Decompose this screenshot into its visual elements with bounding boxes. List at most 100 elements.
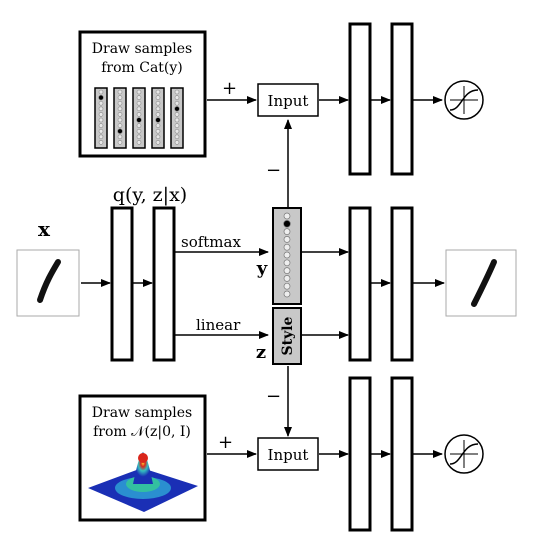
top-box-line1: Draw samples (92, 41, 192, 57)
categorical-unit (117, 95, 123, 100)
categorical-unit (155, 100, 161, 106)
categorical-unit (98, 89, 104, 95)
z-label: z (256, 342, 266, 363)
categorical-unit (98, 117, 104, 123)
plus-sign-bottom: + (218, 432, 233, 453)
categorical-unit (155, 140, 161, 145)
bottom-box-line2: from 𝒩(z|0, I) (93, 424, 191, 440)
categorical-unit (155, 89, 161, 95)
categorical-unit (136, 123, 142, 128)
categorical-unit (155, 134, 161, 140)
categorical-unit (136, 112, 142, 117)
categorical-unit (98, 123, 104, 128)
input-digit-image (16, 249, 80, 317)
categorical-unit (136, 89, 142, 95)
y-unit (283, 243, 291, 251)
categorical-unit (117, 112, 123, 117)
y-unit (283, 251, 291, 259)
y-unit (283, 259, 291, 267)
categorical-unit (98, 140, 104, 145)
categorical-unit (174, 100, 180, 106)
minus-sign-top: − (266, 160, 281, 181)
categorical-unit (136, 134, 142, 140)
top-sigmoid-icon (444, 80, 484, 120)
categorical-unit (155, 128, 161, 134)
categorical-active-unit (98, 94, 104, 101)
top-box-line2: from Cat(y) (101, 60, 183, 76)
categorical-column (170, 87, 184, 149)
softmax-label: softmax (181, 233, 241, 251)
categorical-active-unit (117, 128, 123, 134)
categorical-unit (174, 112, 180, 117)
categorical-active-unit (155, 117, 161, 123)
z-style-box: Style (272, 307, 302, 365)
top-sample-box: Draw samples from Cat(y) (78, 30, 207, 158)
categorical-samples (94, 87, 184, 149)
categorical-unit (136, 95, 142, 100)
bottom-decoder-layer-2 (390, 376, 414, 532)
categorical-unit (136, 140, 142, 145)
categorical-unit (117, 123, 123, 128)
y-unit (283, 282, 291, 290)
top-decoder-layer-2 (390, 22, 414, 176)
categorical-unit (98, 134, 104, 140)
categorical-unit (155, 106, 161, 112)
categorical-column (94, 87, 108, 149)
bottom-sample-box: Draw samples from 𝒩(z|0, I) (78, 394, 207, 522)
categorical-column (151, 87, 165, 149)
categorical-active-unit (136, 117, 142, 123)
encoder-label: q(y, z|x) (113, 184, 187, 206)
bottom-input-box: Input (257, 437, 319, 471)
output-digit-image (445, 249, 517, 317)
bottom-box-line1: Draw samples (92, 405, 192, 421)
categorical-unit (136, 100, 142, 106)
categorical-unit (117, 140, 123, 145)
categorical-unit (117, 89, 123, 95)
y-label: y (256, 258, 268, 279)
categorical-unit (117, 117, 123, 123)
y-unit (283, 267, 291, 274)
categorical-active-unit (174, 106, 180, 112)
categorical-unit (174, 140, 180, 145)
y-latent-column (272, 207, 302, 305)
middle-decoder-layer-1 (348, 206, 372, 362)
categorical-unit (98, 100, 104, 106)
categorical-unit (136, 106, 142, 112)
y-unit (283, 228, 291, 235)
input-x-label: x (38, 217, 51, 241)
categorical-unit (174, 128, 180, 134)
linear-label: linear (196, 316, 241, 334)
categorical-unit (174, 123, 180, 128)
categorical-unit (174, 117, 180, 123)
top-input-label: Input (268, 92, 309, 110)
plus-sign-top: + (222, 78, 237, 99)
y-unit (283, 275, 291, 282)
categorical-unit (98, 128, 104, 134)
encoder-layer-2 (152, 206, 176, 362)
encoder-layer-1 (110, 206, 134, 362)
categorical-unit (117, 106, 123, 112)
gaussian-surface-image (88, 452, 198, 512)
categorical-column (113, 87, 127, 149)
categorical-unit (117, 134, 123, 140)
categorical-column (132, 87, 146, 149)
categorical-unit (174, 134, 180, 140)
categorical-unit (98, 106, 104, 112)
top-decoder-layer-1 (348, 22, 372, 176)
categorical-unit (136, 128, 142, 134)
categorical-unit (98, 112, 104, 117)
categorical-unit (155, 95, 161, 100)
y-active-unit (283, 220, 291, 228)
minus-sign-bottom: − (266, 386, 281, 407)
bottom-decoder-layer-1 (348, 376, 372, 532)
bottom-input-label: Input (268, 446, 309, 464)
categorical-unit (174, 89, 180, 95)
y-unit (283, 212, 291, 220)
y-latent-units (283, 212, 291, 298)
middle-decoder-layer-2 (390, 206, 414, 362)
top-input-box: Input (257, 83, 319, 117)
style-label: Style (280, 316, 296, 355)
bottom-sigmoid-icon (444, 434, 484, 474)
y-unit (283, 290, 291, 298)
